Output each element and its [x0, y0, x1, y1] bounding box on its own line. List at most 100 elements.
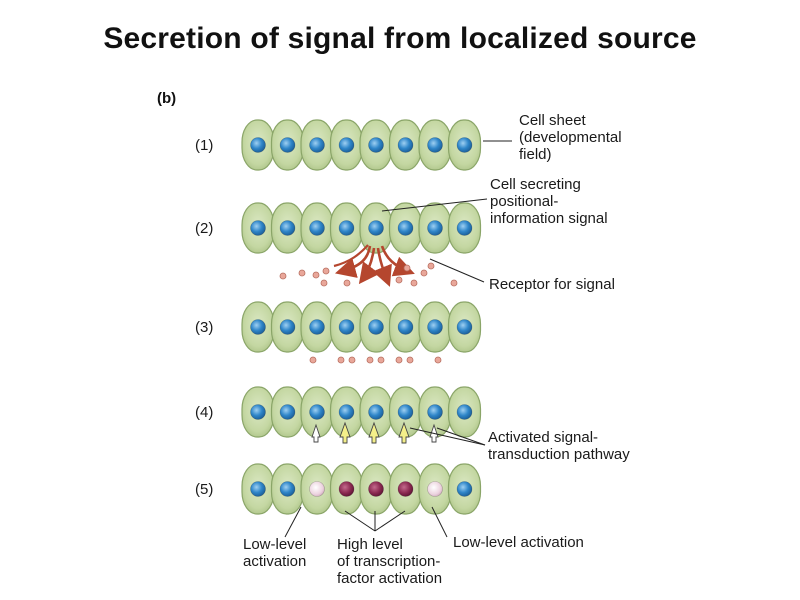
row-number: (2)	[195, 220, 213, 237]
leader-line	[431, 506, 448, 538]
label-cell-secreting: Cell secreting positional- information s…	[490, 176, 608, 227]
cell-sheet-1	[241, 119, 482, 171]
nucleus-blue	[427, 137, 443, 153]
label-cell-secreting-line: Cell secreting	[490, 176, 581, 193]
nucleus-blue	[250, 220, 266, 236]
pathway-arrow	[398, 421, 410, 444]
label-high-line: of transcription-	[337, 553, 440, 570]
signal-molecule	[410, 279, 418, 287]
label-low-right: Low-level activation	[453, 534, 584, 551]
nucleus-blue	[250, 137, 266, 153]
nucleus-blue	[456, 481, 473, 497]
label-cell-secreting-line: information signal	[490, 210, 608, 227]
nucleus-blue	[250, 481, 266, 497]
nucleus-blue	[279, 220, 296, 236]
nucleus-blue	[338, 319, 355, 335]
label-low-left-line: activation	[243, 553, 306, 570]
nucleus-blue	[279, 404, 296, 420]
nucleus-blue	[368, 404, 384, 420]
cell-rows: (1)(2)(3)(4)(5)	[195, 119, 482, 515]
cell-sheet-4	[241, 386, 482, 438]
label-high: High level of transcription- factor acti…	[337, 536, 442, 587]
signal-molecule	[403, 264, 411, 272]
signal-molecule	[427, 262, 435, 270]
signal-molecule	[337, 356, 345, 364]
leader-line	[409, 427, 486, 446]
label-high-line: High level	[337, 536, 403, 553]
signal-molecule	[450, 279, 458, 287]
nucleus-blue	[368, 220, 384, 236]
nucleus-blue	[427, 404, 443, 420]
leader-line	[381, 198, 488, 212]
nucleus-blue	[309, 220, 325, 236]
label-cell-sheet-line: field)	[519, 146, 552, 163]
nucleus-blue	[250, 404, 266, 420]
nucleus-pale	[309, 481, 325, 497]
signal-arrow	[372, 247, 392, 287]
nucleus-maroon	[397, 481, 414, 497]
pathway-arrow	[368, 421, 380, 444]
signal-molecule	[309, 356, 317, 364]
nucleus-blue	[338, 137, 355, 153]
leader-lines	[284, 140, 512, 538]
cell-sheet-5	[241, 463, 482, 515]
row-number: (1)	[195, 137, 213, 154]
nucleus-blue	[397, 220, 414, 236]
nucleus-blue	[338, 220, 355, 236]
nucleus-blue	[397, 319, 414, 335]
pathway-arrow	[311, 423, 321, 443]
nucleus-blue	[250, 319, 266, 335]
nucleus-blue	[456, 137, 473, 153]
leader-line	[436, 427, 486, 446]
label-activated-line: Activated signal-	[488, 429, 598, 446]
cell-sheet-3	[241, 301, 482, 353]
label-low-left: Low-level activation	[243, 536, 306, 570]
nucleus-blue	[397, 404, 414, 420]
nucleus-blue	[279, 137, 296, 153]
nucleus-blue	[279, 481, 296, 497]
nucleus-blue	[397, 137, 414, 153]
row-number: (5)	[195, 481, 213, 498]
nucleus-blue	[456, 319, 473, 335]
signal-arrow	[358, 247, 380, 285]
signal-arrow	[334, 245, 372, 278]
signal-molecule	[298, 269, 306, 277]
label-cell-sheet-line: (developmental	[519, 129, 622, 146]
panel-label: (b)	[157, 90, 176, 107]
nucleus-blue	[279, 319, 296, 335]
signal-molecule	[366, 356, 374, 364]
nucleus-blue	[368, 319, 384, 335]
nucleus-blue	[368, 137, 384, 153]
nucleus-maroon	[338, 481, 355, 497]
label-cell-sheet: Cell sheet (developmental field)	[519, 112, 622, 163]
nucleus-blue	[456, 404, 473, 420]
leader-line	[284, 506, 302, 538]
label-receptor: Receptor for signal	[489, 276, 615, 293]
row-number: (4)	[195, 404, 213, 421]
signal-molecule	[279, 272, 287, 280]
signal-molecule	[434, 356, 442, 364]
signal-molecule	[343, 279, 351, 287]
signal-molecule	[377, 356, 385, 364]
signal-molecule	[395, 276, 403, 284]
nucleus-blue	[427, 319, 443, 335]
signal-molecule	[348, 356, 356, 364]
nucleus-blue	[309, 319, 325, 335]
label-cell-sheet-line: Cell sheet	[519, 112, 587, 129]
label-cell-secreting-line: positional-	[490, 193, 558, 210]
leader-line	[429, 258, 485, 283]
leader-line	[344, 510, 376, 532]
diagram-title: Secretion of signal from localized sourc…	[103, 22, 697, 55]
nucleus-maroon	[368, 481, 384, 497]
pathway-arrow	[339, 421, 351, 444]
nucleus-blue	[309, 137, 325, 153]
signal-molecule	[312, 271, 320, 279]
signal-molecule	[320, 279, 328, 287]
signal-molecule	[395, 356, 403, 364]
diffused-signal	[309, 356, 442, 364]
leader-line	[374, 510, 406, 532]
signal-molecule	[420, 269, 428, 277]
nucleus-blue	[427, 220, 443, 236]
nucleus-blue	[456, 220, 473, 236]
